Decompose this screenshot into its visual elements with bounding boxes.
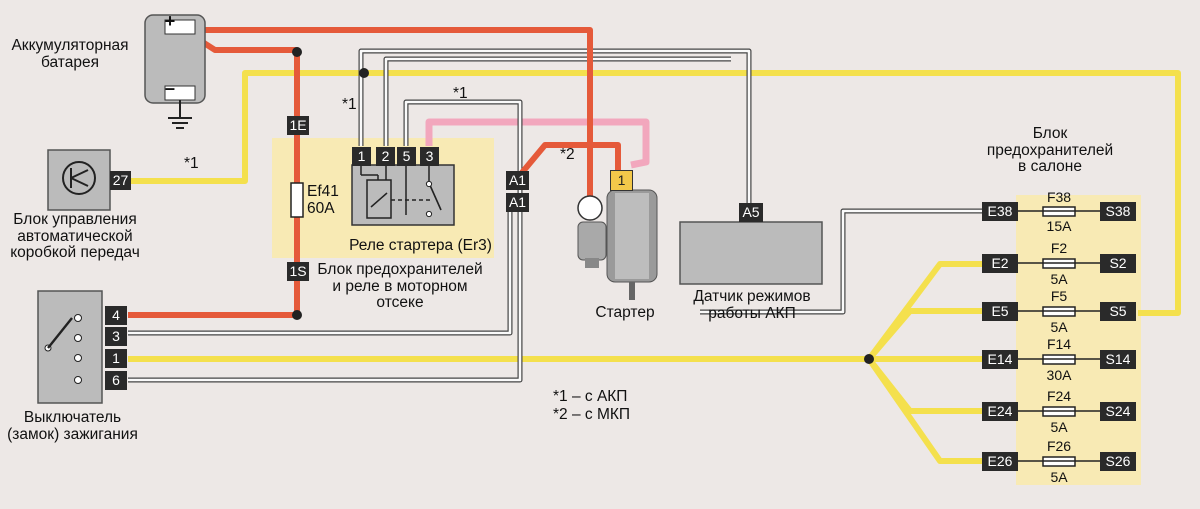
ign-pin-6: 6 [105,371,127,390]
cabin-fuse-f38-rating: 15A [1046,218,1072,234]
fuse-ef41 [290,182,304,218]
cabin-pin-s24: S24 [1100,402,1136,421]
footnote-mark-relay: *1 [342,96,357,113]
engine-fuse-name: Ef41 [307,183,339,200]
starter-motor [577,189,658,300]
relay-label: Реле стартера (Er3) [349,237,492,254]
splice-dots [292,47,874,364]
yellow-wires [128,70,1181,464]
cabin-fuse-f2-rating: 5A [1050,271,1068,287]
battery-label: Аккумуляторная батарея [11,37,129,71]
engine-fuse-rating: 60A [307,200,335,217]
starter-relay [351,164,455,226]
cabin-box-label: Блок предохранителей в салоне [986,125,1114,176]
cabin-fuse-f14-rating: 30A [1046,367,1072,383]
cabin-fuse-f26-rating: 5A [1050,469,1068,485]
battery-plus-label: + [164,11,176,31]
relay-pin-5: 5 [397,147,416,166]
akp-sensor-box [679,221,823,285]
starter-label: Стартер [595,304,655,321]
battery [144,14,206,129]
a1-pin-upper: A1 [506,171,529,190]
sensor-pin-a5: A5 [739,203,763,222]
white-wires [128,49,982,382]
battery-minus-label: – [164,78,175,98]
cabin-pin-e26: E26 [982,452,1018,471]
engine-pin-1e: 1E [287,116,309,135]
relay-pin-2: 2 [376,147,395,166]
sensor-label: Датчик режимов работы АКП [693,288,811,322]
a1-pin-lower: A1 [506,193,529,212]
engine-pin-1s: 1S [287,262,309,281]
tcm-label: Блок управления автоматической коробкой … [10,211,140,262]
cabin-pin-e5: E5 [982,302,1018,321]
ignition-label: Выключатель (замок) зажигания [7,409,138,443]
cabin-fuse-f38: F38 [1046,189,1072,205]
cabin-fuse-f5-rating: 5A [1050,319,1068,335]
tcm-box [47,149,111,211]
cabin-fuse-f26: F26 [1046,438,1072,454]
gray-wires-outer [128,48,982,383]
relay-pin-1: 1 [352,147,371,166]
starter-pin-1: 1 [610,170,633,191]
cabin-pin-s5: S5 [1100,302,1136,321]
footnote-mark-top: *1 [453,85,468,102]
cabin-pin-e14: E14 [982,350,1018,369]
note-akp: *1 – с АКП [553,388,628,405]
wire-tcm-s5 [130,70,1181,316]
cabin-pin-e2: E2 [982,254,1018,273]
wire-e5 [866,308,982,361]
ign-pin-4: 4 [105,306,127,325]
cabin-fuse-f2: F2 [1050,240,1068,256]
ignition-switch [37,290,103,404]
cabin-fuse-f24-rating: 5A [1050,419,1068,435]
footnote-mark-tcm: *1 [184,155,199,172]
wire-a1-starter [517,142,621,177]
cabin-fuse-f5: F5 [1050,288,1068,304]
wire-bat-starter [190,27,593,197]
cabin-fuse-box-panel [1016,195,1141,485]
cabin-pin-s26: S26 [1100,452,1136,471]
note-mkp: *2 – с МКП [553,406,631,423]
ign-pin-1: 1 [105,349,127,368]
ign-pin-3: 3 [105,327,127,346]
engine-box-label: Блок предохранителей и реле в моторном о… [317,261,483,312]
wire-e26 [866,357,982,464]
tcm-pin-27: 27 [110,171,131,190]
cabin-fuse-leads [1018,210,1100,462]
cabin-pin-s14: S14 [1100,350,1136,369]
cabin-pin-e24: E24 [982,402,1018,421]
cabin-fuse-f24: F24 [1046,388,1072,404]
cabin-pin-s38: S38 [1100,202,1136,221]
wire-relay3-starter [425,118,650,169]
footnote-mark-mkp: *2 [560,146,575,163]
relay-pin-3: 3 [420,147,439,166]
cabin-pin-e38: E38 [982,202,1018,221]
cabin-fuse-f14: F14 [1046,336,1072,352]
cabin-pin-s2: S2 [1100,254,1136,273]
